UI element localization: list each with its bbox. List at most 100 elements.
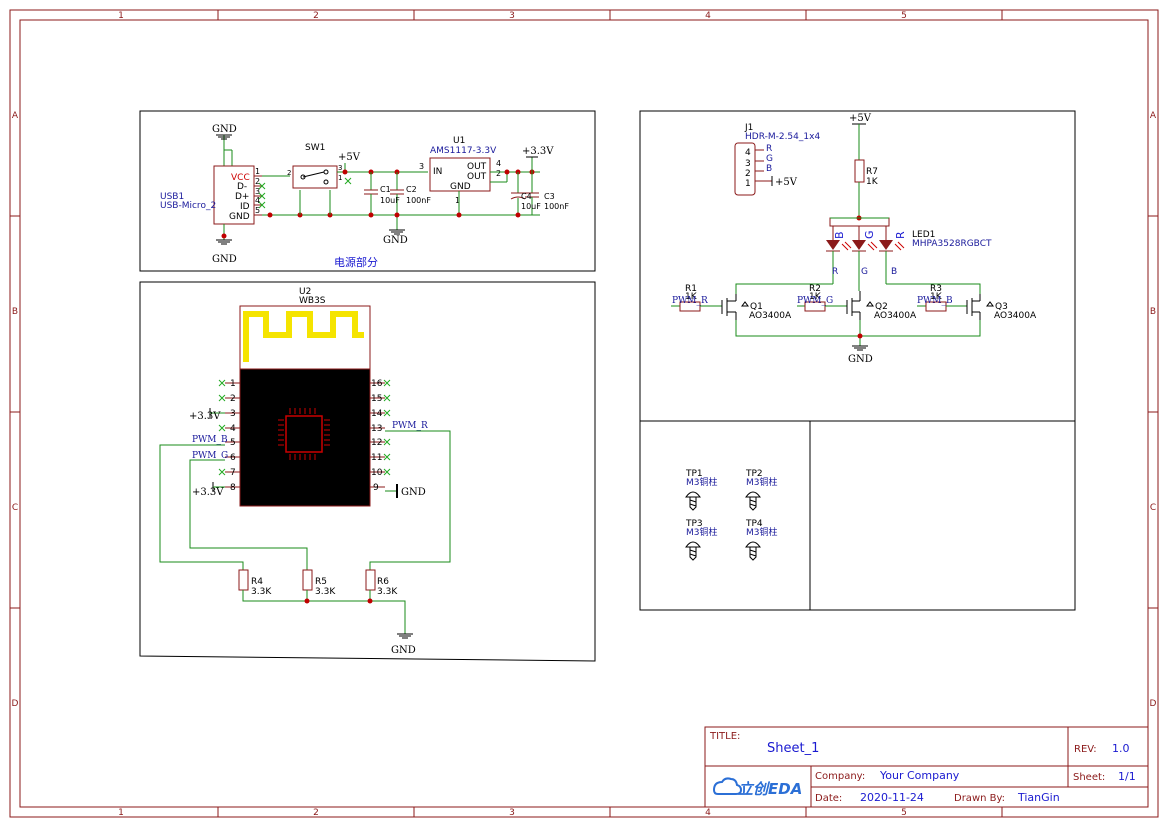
j1-ref: J1 <box>744 123 753 133</box>
row-label-right: D <box>1150 699 1157 709</box>
gnd-symbol <box>216 239 232 245</box>
sw-ref: SW1 <box>305 143 325 153</box>
u2-pin-num: 16 <box>371 379 383 389</box>
q3-ref: Q3 <box>995 302 1008 312</box>
wifi-section: U2 WB3S 1 <box>139 281 596 662</box>
col-label-top: 1 <box>118 11 124 21</box>
j1-net: G <box>766 154 773 164</box>
net-33v: +3.3V <box>189 411 221 422</box>
col-label-top: 3 <box>509 11 515 21</box>
title-label: TITLE: <box>709 731 740 742</box>
sheet-frame: 1 2 3 4 5 1 2 3 4 5 A B C D A B C D <box>9 9 1159 818</box>
u2-pin-num: 11 <box>371 453 382 463</box>
mount-hole-tp1: TP1 M3铜柱 <box>685 469 718 511</box>
r3-value: 1K <box>930 292 943 302</box>
company-value: Your Company <box>879 769 960 782</box>
net-33v: +3.3V <box>192 487 224 498</box>
gnd-symbol <box>397 633 413 639</box>
led-net: B <box>891 267 897 277</box>
u2-pin-num: 14 <box>371 409 383 419</box>
c1-value: 10uF <box>380 196 400 205</box>
col-label-bottom: 5 <box>901 808 907 818</box>
q2-value: AO3400A <box>874 311 917 321</box>
title-block: TITLE: Sheet_1 REV: 1.0 Company: Your Co… <box>704 726 1149 808</box>
usb-pin-num: 1 <box>255 167 260 176</box>
r5-value: 3.3K <box>315 587 336 597</box>
gnd-label: GND <box>212 124 237 135</box>
tp-ref: TP2 <box>745 469 763 479</box>
col-label-bottom: 1 <box>118 808 124 818</box>
u1-pin-label: OUT <box>467 162 487 172</box>
vcc-5v-label: +5V <box>849 113 872 124</box>
u2-pin-num: 15 <box>371 394 382 404</box>
mosfet-q2 <box>846 291 874 320</box>
drawn-value: TianGin <box>1017 791 1060 804</box>
col-label-bottom: 4 <box>705 808 711 818</box>
row-label-left: A <box>12 111 19 121</box>
title-value: Sheet_1 <box>767 741 819 756</box>
c1-ref: C1 <box>380 185 391 194</box>
u2-pin-num: 13 <box>371 424 382 434</box>
col-label-top: 5 <box>901 11 907 21</box>
u1-pin-num: 1 <box>455 196 460 205</box>
led-letter: G <box>863 230 876 239</box>
usb-pin-label: VCC <box>231 173 250 183</box>
usb-ref: USB1 <box>160 192 184 202</box>
r4-value: 3.3K <box>251 587 272 597</box>
c3-value: 100nF <box>544 202 569 211</box>
usb-pin-num: 5 <box>255 206 260 215</box>
c4-value: 10uF <box>521 202 541 211</box>
usb-pin-num: 3 <box>255 187 260 196</box>
lceda-logo-icon: 立创EDA <box>712 777 802 798</box>
col-label-bottom: 3 <box>509 808 515 818</box>
row-label-right: A <box>1150 111 1157 121</box>
j1-5v: +5V <box>775 177 798 188</box>
q1-ref: Q1 <box>750 302 763 312</box>
gnd-label: GND <box>212 254 237 265</box>
usb-connector <box>213 165 255 225</box>
c2-value: 100nF <box>406 196 431 205</box>
resistor-r4 <box>238 569 249 591</box>
u2-pin-num: 10 <box>371 468 383 478</box>
j1-pin-num: 2 <box>745 169 751 179</box>
r6-value: 3.3K <box>377 587 398 597</box>
led-section: J1 HDR-M-2.54_1x4 4 3 2 1 R G B +5V +5V … <box>639 110 1076 611</box>
r2-value: 1K <box>809 292 822 302</box>
tp-value: M3铜柱 <box>746 476 778 488</box>
col-label-bottom: 2 <box>313 808 319 818</box>
rev-value: 1.0 <box>1112 742 1130 755</box>
usb-pin-num: 2 <box>255 177 260 186</box>
u1-ref: U1 <box>453 136 465 146</box>
company-label: Company: <box>815 771 865 782</box>
sheet-label: Sheet: <box>1073 772 1105 783</box>
date-value: 2020-11-24 <box>860 791 924 804</box>
u1-pin-num: 4 <box>496 159 501 168</box>
r1-net: PWM_R <box>672 296 708 306</box>
j1-net: B <box>766 164 772 174</box>
tp-ref: TP1 <box>685 469 703 479</box>
u2-pin-num: 4 <box>230 424 236 434</box>
gnd-symbol <box>852 345 868 351</box>
net-gnd: GND <box>401 487 426 498</box>
mount-section: TP1 M3铜柱 TP2 M3铜柱 TP3 M3铜柱 TP4 M3铜柱 <box>685 469 778 561</box>
u1-pin-num: 3 <box>419 162 424 171</box>
r7-value: 1K <box>866 177 879 187</box>
antenna-icon <box>243 311 364 362</box>
gnd-label: GND <box>848 354 873 365</box>
resistor-r5 <box>302 569 313 591</box>
power-section: 电源部分 GND VCC D- D+ ID GND USB1 USB-Micro… <box>139 110 596 272</box>
u1-value: AMS1117-3.3V <box>430 146 497 156</box>
sw-pin-num: 1 <box>338 174 342 182</box>
gnd-label: GND <box>383 235 408 246</box>
power-switch[interactable] <box>292 165 338 189</box>
r5-ref: R5 <box>315 577 327 587</box>
u1-pin-label: OUT <box>467 172 487 182</box>
q1-value: AO3400A <box>749 311 792 321</box>
net-pwm-g: PWM_G <box>192 451 228 461</box>
r1-value: 1K <box>685 292 698 302</box>
u1-pin-label: GND <box>450 182 471 192</box>
gnd-symbol <box>389 229 405 235</box>
mosfet-q3 <box>966 294 994 320</box>
gnd-label: GND <box>391 645 416 656</box>
